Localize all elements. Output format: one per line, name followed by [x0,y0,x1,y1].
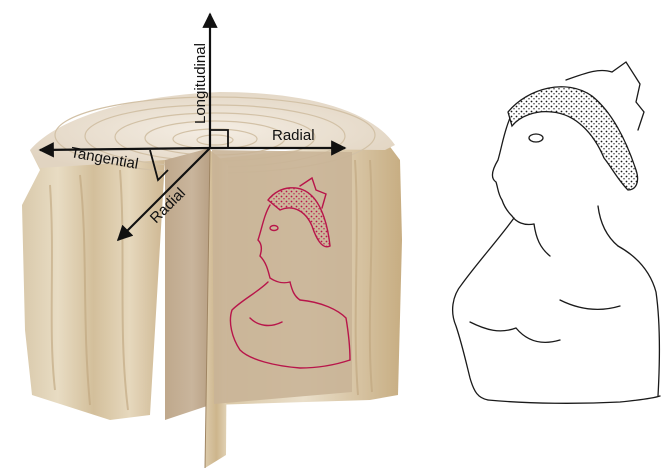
ink-face [492,118,534,225]
label-longitudinal: Longitudinal [192,43,209,124]
ink-torso-bottom [488,396,660,403]
log-left-side [22,150,165,420]
label-radial-right: Radial [272,127,315,144]
ink-neck [534,224,550,256]
ink-shoulder-right [618,246,659,396]
ink-bust-sketch [453,62,660,403]
ink-eye [529,134,543,142]
ink-shoulder-left [453,218,514,400]
ink-headdress [508,87,638,190]
ink-chest-line [560,300,620,309]
ink-breast [470,322,560,342]
ink-neck-back [598,206,618,246]
